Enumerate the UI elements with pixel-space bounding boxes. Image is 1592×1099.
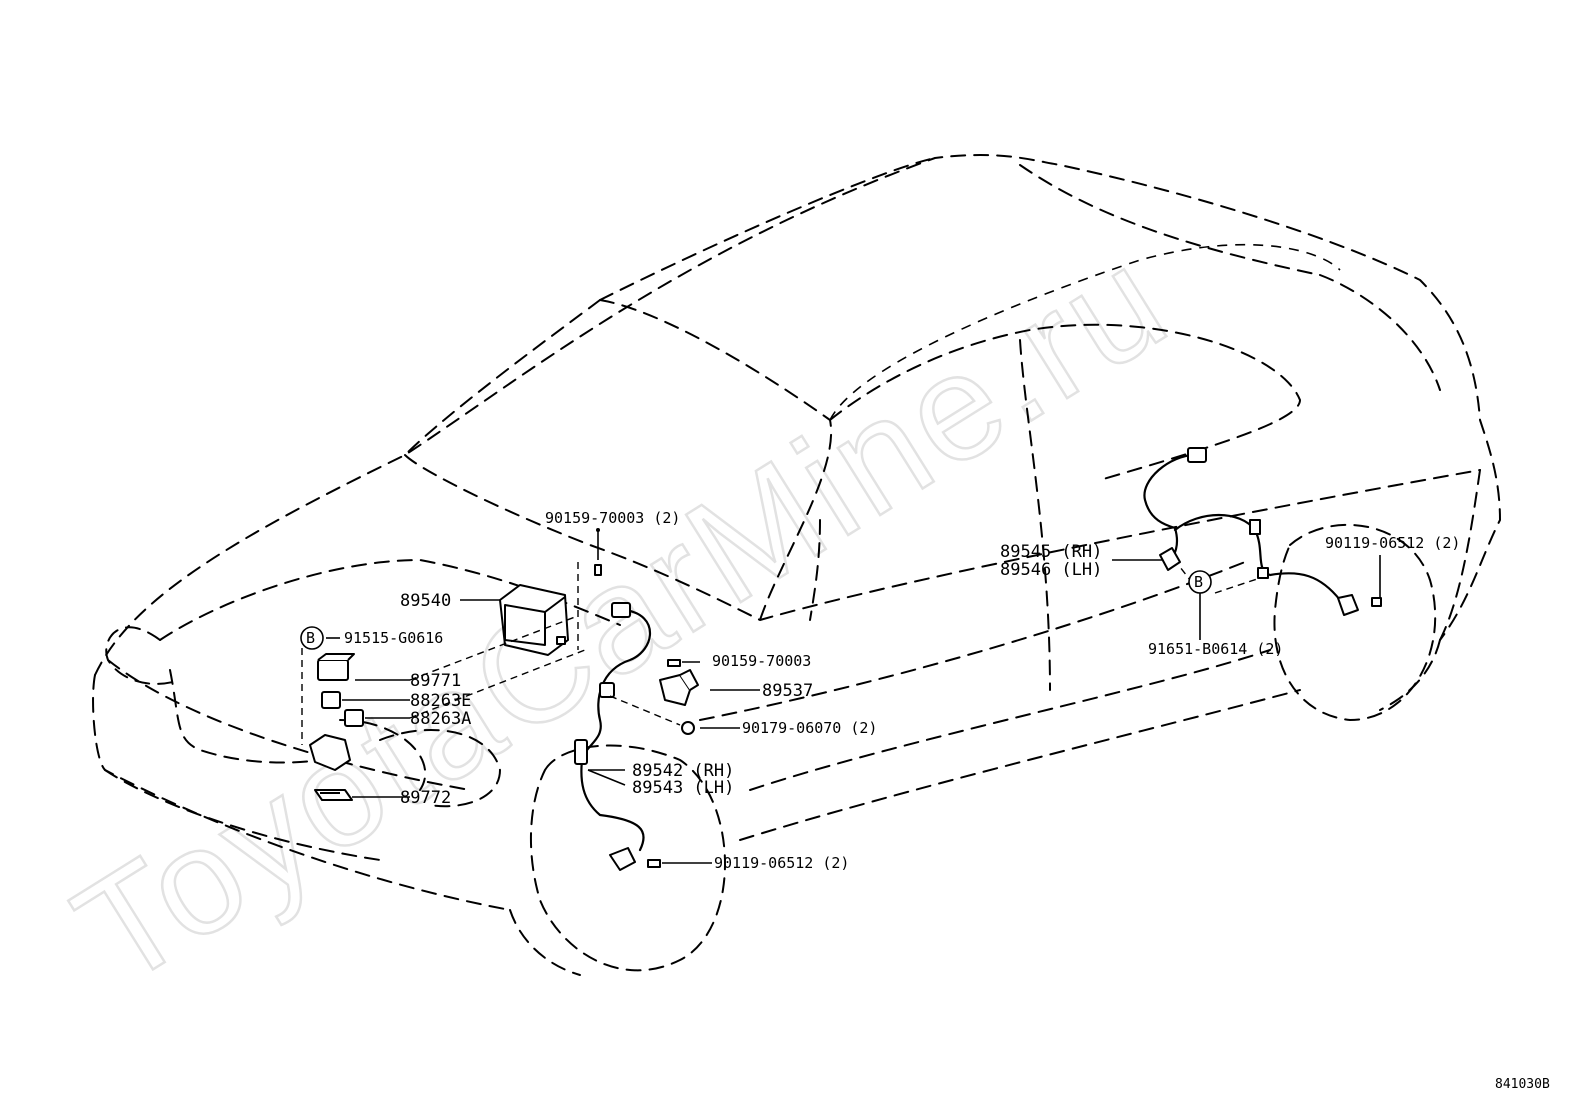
abs-ecu-part xyxy=(499,584,569,656)
sensor-89537-part xyxy=(659,669,699,706)
rear-bracket-part xyxy=(1159,519,1269,579)
label-90179-06070: 90179-06070 (2) xyxy=(742,719,877,737)
bolt-ecu xyxy=(556,636,566,645)
parts xyxy=(309,447,1382,871)
rear-speed-sensor-part xyxy=(1337,594,1359,616)
front-speed-sensor-part xyxy=(609,847,636,871)
abs-wiring xyxy=(580,453,1342,852)
label-90159-70003: 90159-70003 xyxy=(712,652,811,670)
label-89542-rh: 89542 (RH) xyxy=(632,761,734,781)
label-89545-rh: 89545 (RH) xyxy=(1000,542,1102,562)
label-88263a: 88263A xyxy=(410,709,471,729)
reference-circle-b-rear xyxy=(1188,570,1212,594)
diagram-reference-code: 841030B xyxy=(1495,1077,1550,1092)
label-91515-g0616: 91515-G0616 xyxy=(344,629,443,647)
leader-lines xyxy=(301,528,1381,864)
bolt-90159-70003-b xyxy=(667,659,681,667)
label-88263e: 88263E xyxy=(410,691,471,711)
bolt-front-90119 xyxy=(647,859,661,868)
label-90159-70003-2: 90159-70003 (2) xyxy=(545,509,680,527)
front-sensor-clip xyxy=(574,682,615,765)
front-connector-part xyxy=(611,602,631,618)
relay-88263a-part xyxy=(344,709,364,727)
car-outline xyxy=(92,154,1501,976)
relay-88263e-part xyxy=(321,691,341,709)
bolt-90159-70003-a xyxy=(594,564,602,576)
reference-b-front: B xyxy=(306,629,315,647)
callout-labels: 90159-70003 (2) 89540 B 91515-G0616 8977… xyxy=(300,509,1460,872)
label-89543-lh: 89543 (LH) xyxy=(632,778,734,798)
reference-b-rear: B xyxy=(1194,573,1203,591)
label-89771: 89771 xyxy=(410,671,461,691)
bolt-rear-90119 xyxy=(1371,597,1382,607)
label-89546-lh: 89546 (LH) xyxy=(1000,560,1102,580)
relay-block-cover xyxy=(309,734,351,771)
label-89537: 89537 xyxy=(762,681,813,701)
nut-90179-06070 xyxy=(681,721,695,735)
label-90119-06512-front: 90119-06512 (2) xyxy=(714,854,849,872)
label-91651-b0614: 91651-B0614 (2) xyxy=(1148,640,1283,658)
label-89540: 89540 xyxy=(400,591,451,611)
label-90119-06512-rear: 90119-06512 (2) xyxy=(1325,534,1460,552)
relay-89771-part xyxy=(317,653,355,681)
label-89772: 89772 xyxy=(400,788,451,808)
reference-circle-b-front xyxy=(300,626,324,650)
rear-connector-part xyxy=(1187,447,1207,463)
bracket-89772-part xyxy=(314,789,353,801)
